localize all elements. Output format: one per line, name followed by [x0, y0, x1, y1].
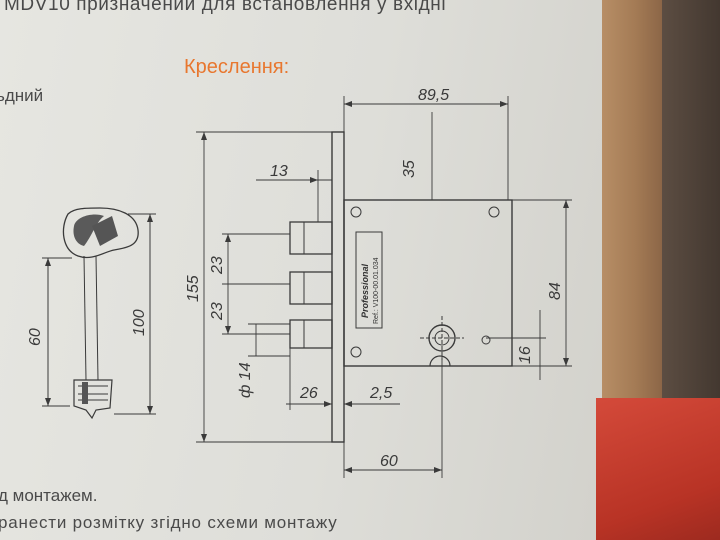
dim-faceplate-thickness: 2,5 — [369, 385, 392, 402]
key-drawing — [42, 207, 156, 420]
background-shadow — [662, 0, 720, 398]
dim-cylinder-diameter: ф 14 — [237, 362, 254, 398]
dim-bolt-length: 13 — [270, 163, 288, 180]
dim-cylinder-offset: 16 — [517, 346, 534, 364]
dimension-arrows — [45, 101, 569, 473]
mounting-text-line-2: ранести розмітку згідно схеми монтажу — [0, 513, 338, 532]
red-box-corner — [596, 398, 720, 540]
dim-width-total: 89,5 — [418, 87, 449, 104]
lock-body-drawing — [289, 131, 513, 443]
intro-text-line: MDV10 призначений для встановлення у вхі… — [4, 0, 447, 15]
dim-body-height: 84 — [547, 282, 564, 300]
dim-top-offset: 35 — [401, 160, 418, 178]
dim-faceplate-offset: 26 — [299, 385, 318, 402]
dim-key-blade: 60 — [27, 328, 44, 346]
dim-bolt-spacing-1: 23 — [209, 256, 226, 275]
lock-ref-mark: Ref.: V100-00.01.034 — [373, 257, 380, 324]
dim-key-total: 100 — [131, 309, 148, 336]
dim-bolt-spacing-2: 23 — [209, 302, 226, 321]
partial-text-left: ьдний — [0, 86, 44, 105]
dimension-lines — [196, 96, 572, 478]
lock-brand-mark: Professional — [360, 263, 370, 318]
lock-technical-drawing: 89,5 35 13 23 23 155 84 16 ф 14 26 2,5 6… — [27, 87, 572, 478]
drawing-heading: Креслення: — [184, 56, 290, 78]
dim-backset: 60 — [380, 453, 398, 470]
instruction-sheet — [0, 0, 618, 540]
mounting-text-line-1: д монтажем. — [0, 486, 98, 505]
dim-height-total: 155 — [185, 275, 202, 302]
